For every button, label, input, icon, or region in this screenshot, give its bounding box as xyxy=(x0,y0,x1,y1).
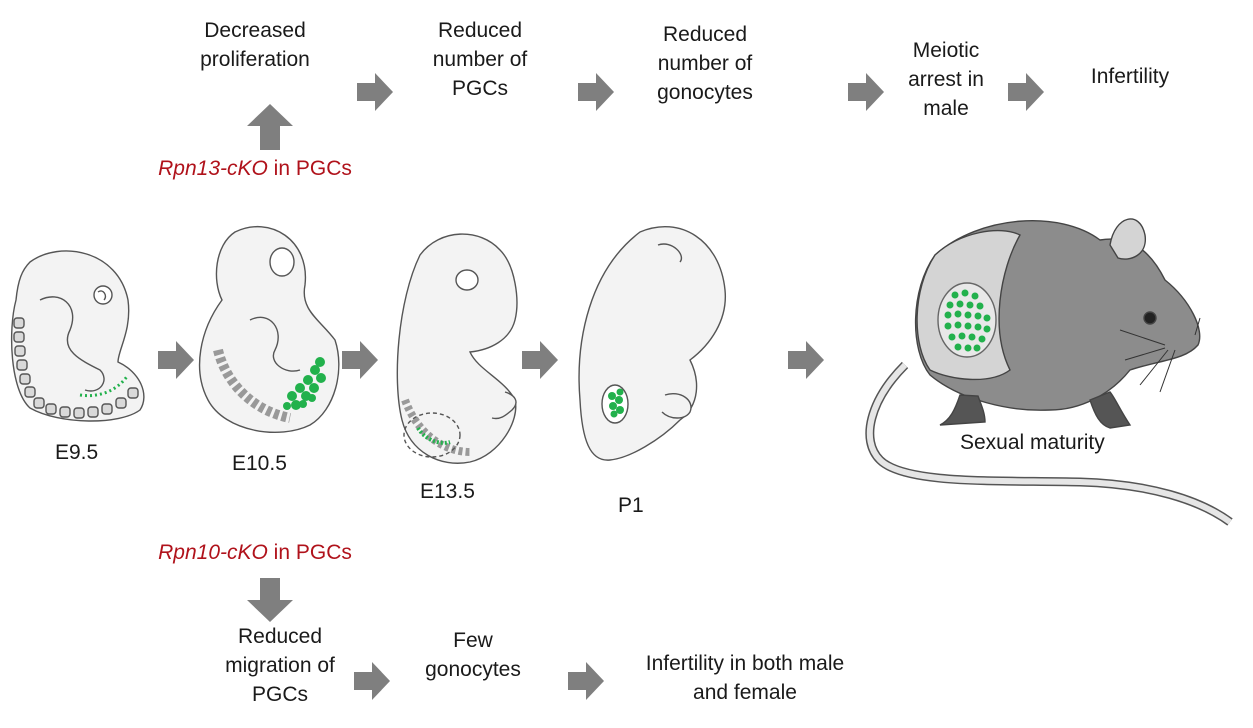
embryo-e10-5-illustration xyxy=(198,226,340,433)
arrow-down-icon xyxy=(247,578,293,622)
stage-label-e13-5: E13.5 xyxy=(420,480,475,503)
top-step-decreased-proliferation: Decreased proliferation xyxy=(200,19,310,71)
embryo-e9-5-illustration xyxy=(10,250,145,422)
arrow-right-icon xyxy=(357,73,393,111)
top-step-reduced-pgcs: Reduced number of PGCs xyxy=(432,19,528,100)
arrow-right-icon xyxy=(578,73,614,111)
stage-label-sexual-maturity: Sexual maturity xyxy=(960,431,1105,454)
arrow-right-icon xyxy=(568,662,604,700)
top-step-reduced-gonocytes: Reduced number of gonocytes xyxy=(657,23,753,104)
arrow-up-icon xyxy=(247,104,293,150)
bottom-step-infertility-both: Infertility in both male and female xyxy=(645,652,845,704)
stage-label-e10-5: E10.5 xyxy=(232,452,287,475)
top-step-infertility: Infertility xyxy=(1090,65,1170,88)
rpn10-suffix: in PGCs xyxy=(267,541,352,564)
arrow-right-icon xyxy=(158,341,194,379)
pup-p1-illustration xyxy=(578,226,726,461)
stage-label-p1: P1 xyxy=(618,494,644,517)
rpn13-label: Rpn13-cKO in PGCs xyxy=(130,154,380,183)
arrow-right-icon xyxy=(342,341,378,379)
rpn13-suffix: in PGCs xyxy=(267,157,352,180)
arrow-right-icon xyxy=(848,73,884,111)
adult-mouse-illustration xyxy=(865,218,1233,526)
rpn10-label: Rpn10-cKO in PGCs xyxy=(130,538,380,567)
bottom-step-reduced-migration: Reduced migration of PGCs xyxy=(225,625,335,706)
bottom-step-few-gonocytes: Few gonocytes xyxy=(425,629,521,681)
arrow-right-icon xyxy=(522,341,558,379)
embryo-e13-5-illustration xyxy=(396,233,518,464)
top-step-meiotic-arrest: Meiotic arrest in male xyxy=(908,39,984,120)
stage-label-e9-5: E9.5 xyxy=(55,441,99,464)
arrow-right-icon xyxy=(1008,73,1044,111)
rpn13-gene: Rpn13-cKO xyxy=(158,157,268,180)
rpn10-gene: Rpn10-cKO xyxy=(158,541,268,564)
arrow-right-icon xyxy=(788,341,824,379)
